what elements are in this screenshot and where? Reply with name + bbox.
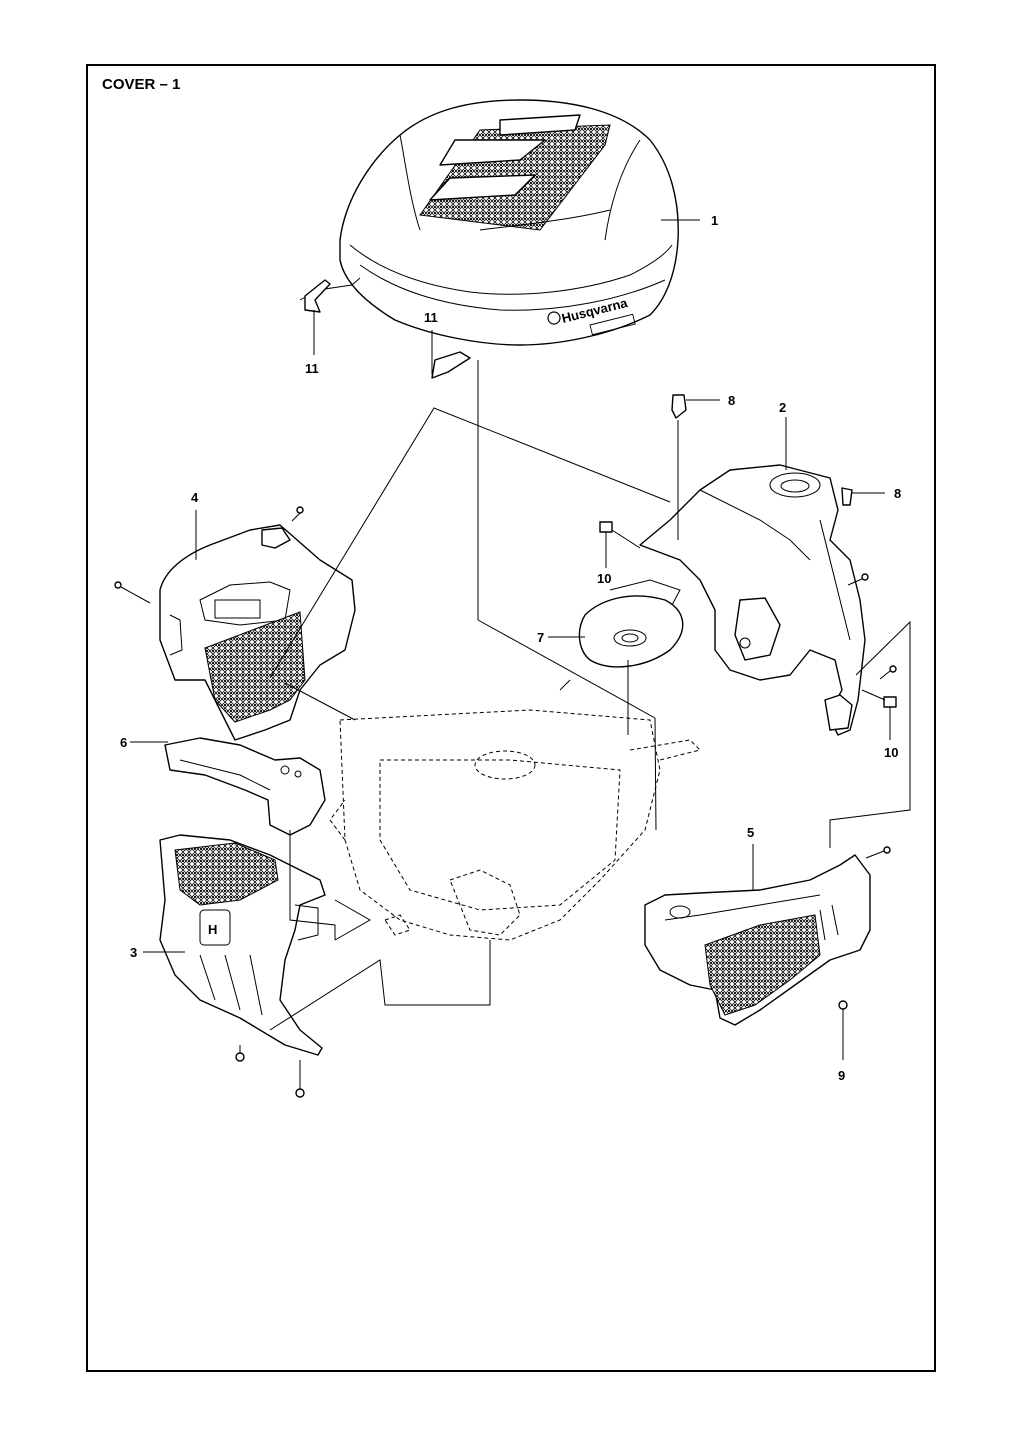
fasteners: [114, 394, 897, 1098]
callout-9: 9: [838, 1068, 845, 1083]
callout-1: 1: [711, 213, 718, 228]
callout-11b: 11: [424, 310, 438, 325]
chassis-frame: [329, 709, 701, 941]
left-panel-part-4: [159, 524, 356, 741]
callout-4: 4: [191, 490, 199, 505]
hood-cover-part-1: Husqvarna: [299, 99, 679, 379]
callout-6: 6: [120, 735, 127, 750]
diagram-frame: [86, 64, 936, 1372]
assembly-lines: [269, 360, 911, 1031]
callout-10a: 10: [597, 571, 611, 586]
diagram-title: COVER – 1: [102, 76, 181, 93]
front-grille-part-3: H: [159, 834, 326, 1056]
callout-8a: 8: [728, 393, 735, 408]
right-panel-part-2: [639, 464, 866, 736]
round-pan-part-7: [578, 579, 684, 668]
callout-3: 3: [130, 945, 137, 960]
callout-11a: 11: [305, 361, 319, 376]
callout-10b: 10: [884, 745, 898, 760]
deflector-part-6: [164, 737, 326, 836]
callout-5: 5: [747, 825, 754, 840]
callout-2: 2: [779, 400, 786, 415]
callout-8b: 8: [894, 486, 901, 501]
svg-text:H: H: [208, 922, 217, 937]
callout-7: 7: [537, 630, 544, 645]
callouts: 1 2 3 4 5 6 7 8 8 9 10 10 11: [120, 213, 901, 1083]
front-grille-part-5: [644, 854, 871, 1026]
